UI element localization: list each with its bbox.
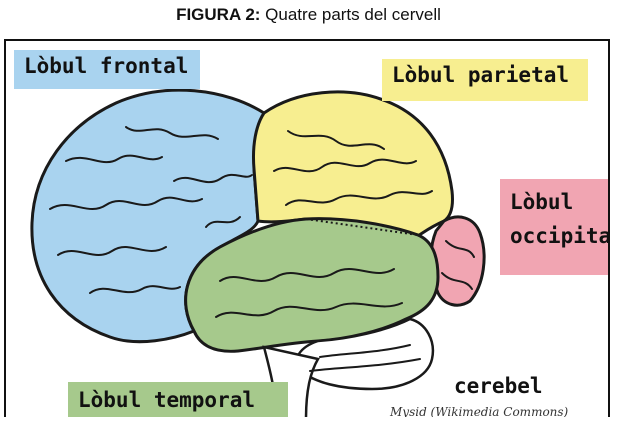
brain-figure: Lòbul frontal Lòbul parietal Lòbul occip…	[4, 39, 610, 417]
label-occipital-line2: occipital	[510, 219, 602, 253]
label-occipital-line1: Lòbul	[510, 185, 602, 219]
occipital-lobe	[431, 217, 484, 305]
parietal-lobe	[253, 92, 452, 235]
label-occipital-lobe: Lòbul occipital	[500, 179, 610, 275]
caption-text: Quatre parts del cervell	[265, 5, 441, 24]
figure-caption: FIGURA 2: Quatre parts del cervell	[0, 5, 617, 25]
image-credit: Mysid (Wikimedia Commons)	[390, 405, 568, 417]
caption-prefix: FIGURA 2:	[176, 5, 260, 24]
label-cerebellum: cerebel	[444, 370, 553, 402]
label-parietal-lobe: Lòbul parietal	[382, 59, 588, 101]
label-temporal-lobe: Lòbul temporal	[68, 382, 288, 417]
label-frontal-lobe: Lòbul frontal	[14, 50, 200, 89]
